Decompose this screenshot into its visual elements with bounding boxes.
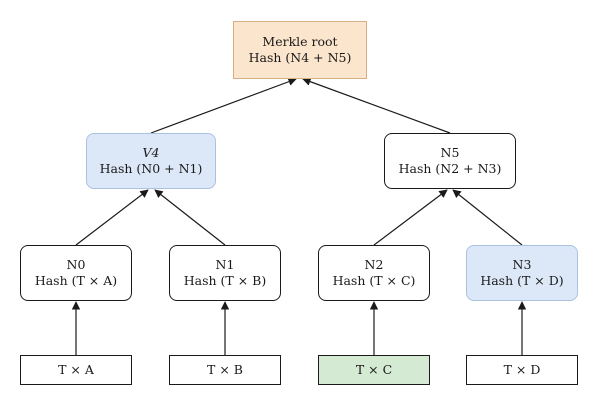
n5-node: N5 Hash (N2 + N3) (384, 133, 516, 189)
edge-v4-root (150, 77, 297, 134)
leaf-tx-a-label: T × A (58, 362, 94, 377)
v4-node-title: V4 (142, 145, 160, 160)
n5-node-hash: Hash (N2 + N3) (398, 161, 502, 176)
edge-n0-v4 (75, 189, 149, 246)
n2-node-title: N2 (364, 257, 384, 272)
n2-node-hash: Hash (T × C) (332, 273, 416, 288)
n1-node-title: N1 (215, 257, 235, 272)
n3-node-hash: Hash (T × D) (480, 273, 564, 288)
n5-node-title: N5 (440, 145, 460, 160)
merkle-root-node: Merkle root Hash (N4 + N5) (233, 21, 367, 79)
leaf-tx-c-label: T × C (355, 362, 393, 377)
v4-node-hash: Hash (N0 + N1) (99, 161, 203, 176)
n3-node-title: N3 (512, 257, 532, 272)
n3-node: N3 Hash (T × D) (466, 245, 578, 301)
edge-n2-n5 (373, 189, 448, 246)
leaf-tx-a: T × A (20, 355, 132, 385)
n0-node-title: N0 (66, 257, 86, 272)
merkle-root-title: Merkle root (262, 34, 338, 49)
edge-n3-n5 (452, 189, 523, 246)
merkle-root-hash: Hash (N4 + N5) (248, 50, 352, 65)
edge-n1-v4 (154, 189, 226, 246)
n1-node: N1 Hash (T × B) (169, 245, 281, 301)
n1-node-hash: Hash (T × B) (183, 273, 267, 288)
n2-node: N2 Hash (T × C) (318, 245, 430, 301)
leaf-tx-d-label: T × D (503, 362, 541, 377)
leaf-tx-b-label: T × B (207, 362, 243, 377)
n0-node-hash: Hash (T × A) (34, 273, 118, 288)
leaf-tx-b: T × B (169, 355, 281, 385)
edge-n5-root (302, 77, 451, 134)
leaf-tx-c: T × C (318, 355, 430, 385)
leaf-tx-d: T × D (466, 355, 578, 385)
v4-node: V4 Hash (N0 + N1) (86, 133, 216, 189)
n0-node: N0 Hash (T × A) (20, 245, 132, 301)
